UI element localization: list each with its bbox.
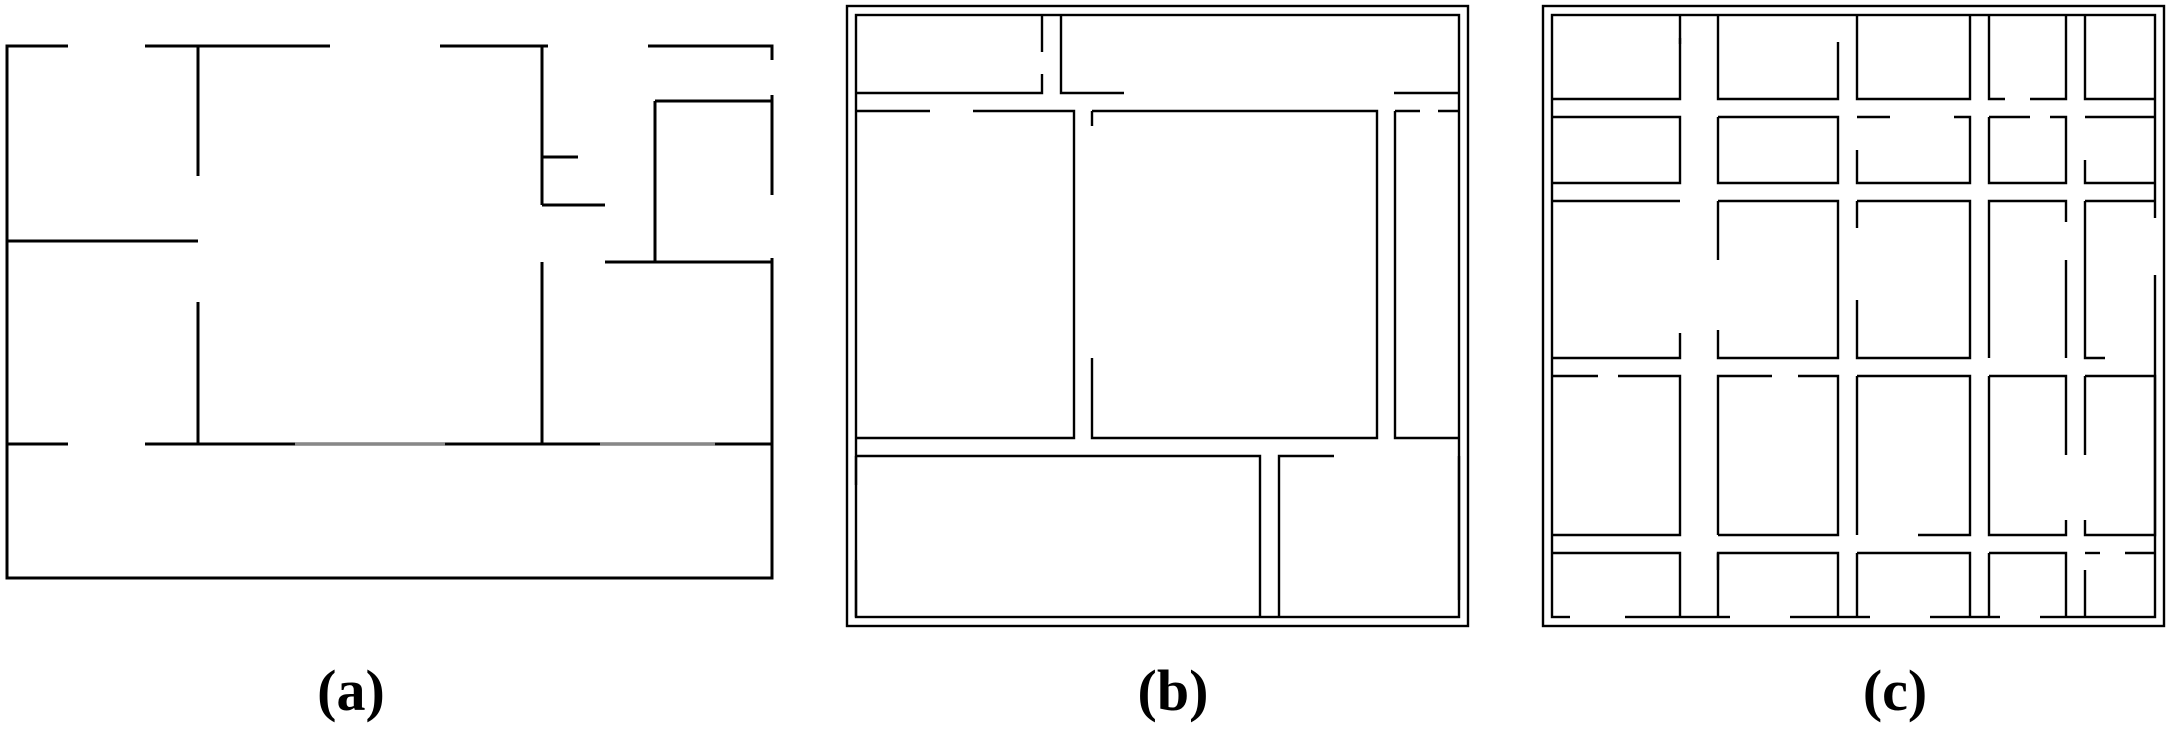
panel-a-floorplan (5, 43, 775, 580)
panel-c-outer-wall (1541, 4, 2166, 628)
panel-b-floorplan (845, 4, 1470, 628)
panel-b-outer-wall (845, 4, 1470, 628)
panel-a-outer-wall (5, 44, 774, 580)
caption-b: (b) (1138, 658, 1209, 723)
panel-c-floorplan (1541, 4, 2166, 628)
caption-c: (c) (1863, 658, 1927, 723)
caption-a: (a) (317, 658, 385, 723)
